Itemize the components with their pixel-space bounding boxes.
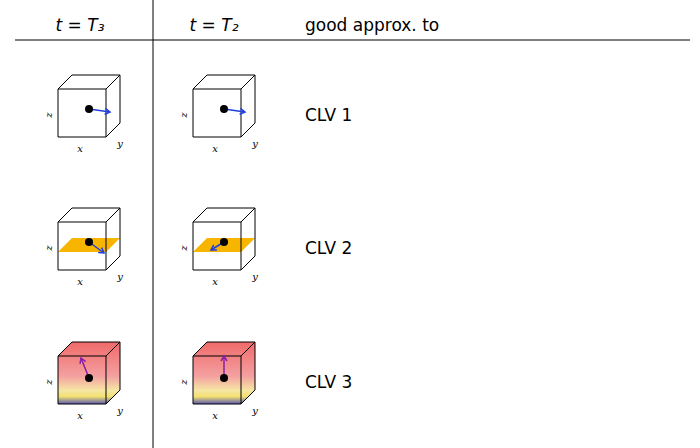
axis-label: x [77,144,83,154]
axis-label: x [212,144,218,154]
axis-label: z [179,245,189,250]
clv-label: CLV 3 [305,374,352,391]
axis-label: z [179,379,189,384]
cube-icon [58,342,120,404]
axis-label: z [44,379,54,384]
axis-label: y [252,139,258,149]
axis-label: x [212,277,218,287]
axis-label: z [179,112,189,117]
cube-icon [193,342,255,404]
cube-icon [193,75,255,137]
header-rule [15,40,690,41]
axis-label: y [252,406,258,416]
axis-label: y [117,406,123,416]
clv-label: CLV 1 [305,107,352,124]
axis-label: x [212,411,218,421]
axis-label: z [44,245,54,250]
column-header: t = T₂ [190,17,239,34]
column-rule [153,0,154,448]
column-header: t = T₃ [56,17,105,34]
cube-icon [58,75,120,137]
axis-label: y [117,139,123,149]
cube-icon [193,208,255,270]
axis-label: z [44,112,54,117]
axis-label: x [77,411,83,421]
axis-label: y [117,272,123,282]
cube-icon [58,208,120,270]
column-header: good approx. to [305,17,439,34]
axis-label: x [77,277,83,287]
clv-label: CLV 2 [305,240,352,257]
axis-label: y [252,272,258,282]
